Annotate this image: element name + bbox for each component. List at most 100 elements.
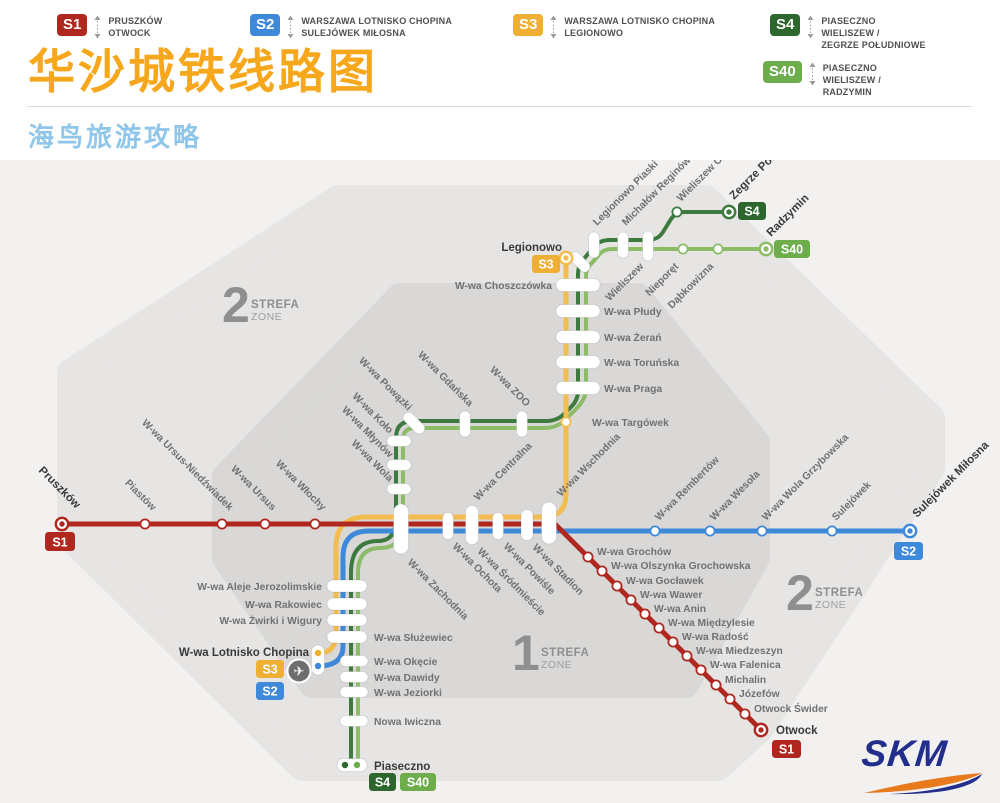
station-marker <box>336 758 368 772</box>
station-marker <box>756 525 768 537</box>
map-badge-s1: S1 <box>45 532 75 551</box>
legend-destination-line: PRUSZKÓW <box>108 16 163 26</box>
line-badge-s2: S2 <box>250 14 281 36</box>
station-label: Otwock <box>776 725 818 737</box>
station-marker <box>516 410 528 438</box>
badge-box <box>772 740 801 758</box>
skm-logo-text: SKM <box>859 733 950 774</box>
terminus-dot <box>758 727 764 733</box>
badge-box <box>894 542 923 560</box>
page-title: 华沙城铁线路图 <box>28 45 378 98</box>
station-label: W-wa Gocławek <box>626 576 704 587</box>
station-label: W-wa Lotnisko Chopina <box>179 647 310 659</box>
line-color-dot <box>341 761 349 769</box>
badge-box <box>774 240 810 258</box>
station-marker <box>459 410 471 438</box>
badge-text: S2 <box>262 685 277 699</box>
station-label: W-wa Wawer <box>640 590 702 601</box>
station-marker <box>555 304 601 318</box>
station-label: W-wa Choszczówka <box>455 281 552 292</box>
station-marker <box>695 664 707 676</box>
legend-destinations: PRUSZKÓW OTWOCK <box>108 14 162 39</box>
station-marker <box>309 518 321 530</box>
zone-zone-text: ZONE <box>541 659 572 671</box>
skm-logo-swoosh <box>864 773 982 795</box>
badge-text: S1 <box>779 743 794 757</box>
legend-destination-line: PIASECZNO <box>821 16 876 26</box>
station-marker <box>386 435 412 447</box>
badge-box <box>738 202 766 220</box>
legend-destination-line: WIELISZEW / <box>822 75 881 85</box>
line-color-dot <box>353 761 361 769</box>
legend-destination-line: OTWOCK <box>108 28 151 38</box>
station-marker <box>677 243 689 255</box>
line-badge-s1: S1 <box>57 14 88 36</box>
station-marker <box>139 518 151 530</box>
station-marker <box>339 655 369 667</box>
legend-destination-line: RADZYMIN <box>822 87 872 97</box>
zone-strefa-text: STREFA <box>815 587 863 599</box>
legend-destination-line: WARSZAWA LOTNISKO CHOPINA <box>564 16 716 26</box>
bidirectional-arrow-icon <box>807 15 814 39</box>
badge-text: S3 <box>262 663 277 677</box>
legend-destination-line: LEGIONOWO <box>564 28 624 38</box>
station-marker <box>555 381 601 395</box>
station-label: W-wa Aleje Jerozolimskie <box>197 582 322 593</box>
airplane-icon: ✈ <box>294 664 305 679</box>
station-marker <box>555 355 601 369</box>
bidirectional-arrow-icon <box>287 15 294 39</box>
station-label: W-wa Żwirki i Wigury <box>219 614 322 627</box>
line-s2 <box>317 528 910 669</box>
station-marker <box>667 636 679 648</box>
zone-number: 1 <box>512 625 540 681</box>
map-badge-s3: S3 <box>256 660 284 678</box>
line-badge-s40: S40 <box>763 61 802 83</box>
station-label: Piaseczno <box>374 761 430 773</box>
station-marker <box>642 230 654 262</box>
station-label: W-wa Praga <box>604 384 662 395</box>
bidirectional-arrow-icon <box>550 15 557 39</box>
station-marker <box>704 525 716 537</box>
badge-box <box>256 660 284 678</box>
station-label: W-wa Olszynka Grochowska <box>611 561 751 572</box>
map-badge-s40: S40 <box>400 773 436 791</box>
zone-zone-text: ZONE <box>815 599 846 611</box>
legend-destination-line: PIASECZNO <box>822 63 878 73</box>
bidirectional-arrow-icon <box>809 62 816 86</box>
bidirectional-arrow-icon <box>94 15 101 39</box>
line-badge-s4: S4 <box>770 14 801 36</box>
station-marker <box>216 518 228 530</box>
map-badge-s2: S2 <box>256 682 284 700</box>
station-marker <box>465 505 479 545</box>
badge-box <box>369 773 396 791</box>
swoosh-blue-shape <box>890 774 982 795</box>
station-marker <box>520 509 534 541</box>
station-label: W-wa Służewiec <box>374 633 453 644</box>
map-badge-s40: S40 <box>774 240 810 258</box>
station-label: Michalin <box>725 675 766 686</box>
station-marker <box>617 231 629 259</box>
station-marker <box>259 518 271 530</box>
zone-zone-text: ZONE <box>251 311 282 323</box>
station-label: W-wa Okęcie <box>374 657 438 668</box>
station-marker <box>712 243 724 255</box>
terminus-dot <box>763 246 769 252</box>
station-marker <box>339 715 369 727</box>
swoosh-orange-shape <box>864 773 982 793</box>
station-marker <box>588 231 600 259</box>
station-marker <box>625 594 637 606</box>
map-badge-s2: S2 <box>894 542 923 560</box>
station-marker <box>311 644 325 676</box>
map-badge-s4: S4 <box>369 773 396 791</box>
station-marker <box>541 501 557 545</box>
station-label: Otwock Świder <box>754 702 828 715</box>
station-label: Legionowo <box>501 242 562 254</box>
page-subtitle: 海鸟旅游攻略 <box>28 122 203 152</box>
badge-text: S4 <box>375 776 390 790</box>
